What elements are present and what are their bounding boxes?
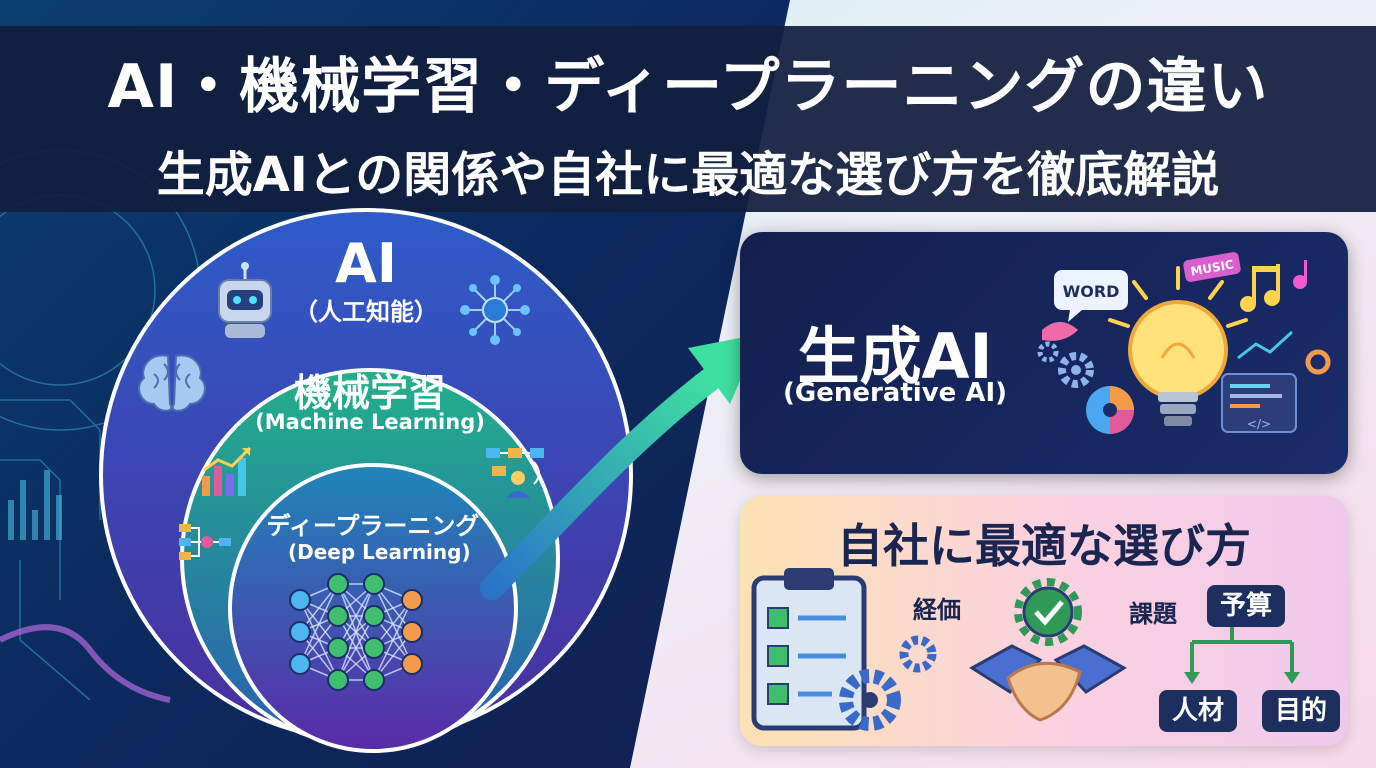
nested-circles-diagram (99, 208, 760, 753)
gear-icon (839, 635, 937, 731)
issue-tag: 課題 (1129, 600, 1177, 628)
lightbulb-icon (1128, 300, 1228, 426)
generative-ai-sublabel: (Generative AI) (782, 378, 1008, 408)
flowchart-icon (486, 448, 544, 498)
gear-check-icon (1014, 578, 1082, 646)
disc-icon (1086, 386, 1134, 434)
page-subtitle: 生成AIとの関係や自社に最適な選び方を徹底解説 (156, 147, 1220, 203)
clipboard-checklist-icon (751, 568, 867, 731)
bird-icon (1042, 322, 1078, 341)
ai-sublabel: （人工知能） (294, 298, 438, 326)
dl-label: ディープラーニング (266, 512, 480, 540)
brain-icon (138, 354, 206, 412)
gear-icon (1037, 341, 1094, 388)
dl-sublabel: (Deep Learning) (288, 540, 471, 564)
cost-tag: 経価 (913, 596, 961, 624)
music-note-icon (1240, 264, 1280, 312)
robot-icon (218, 262, 272, 338)
code-tag-text: </> (1247, 417, 1271, 431)
header-banner (0, 26, 1376, 212)
word-bubble-icon: WORD (1054, 270, 1128, 322)
org-chart-icon (179, 524, 231, 560)
page-title: AI・機械学習・ディープラーニングの違い (107, 52, 1269, 122)
code-window-icon: </> (1221, 373, 1297, 433)
ml-label: 機械学習 (293, 371, 446, 415)
neural-network-icon (289, 573, 423, 691)
music-tag-icon: MUSIC (1183, 252, 1241, 282)
word-bubble-text: WORD (1063, 282, 1120, 301)
network-icon (460, 275, 530, 345)
selection-title: 自社に最適な選び方 (837, 519, 1251, 573)
generative-ai-label: 生成AI (797, 320, 993, 393)
ring-icon (1305, 349, 1331, 375)
bar-chart-icon (202, 446, 252, 496)
ai-label: AI (335, 232, 397, 295)
ml-sublabel: (Machine Learning) (255, 410, 485, 434)
purpose-pill: 目的 (1262, 690, 1340, 732)
selection-illustration (751, 568, 1300, 731)
generative-ai-illustration: WORD MUSIC </> (1037, 252, 1331, 434)
talent-pill: 人材 (1159, 690, 1237, 732)
handshake-icon (969, 644, 1127, 722)
trend-line-icon (1237, 330, 1294, 360)
budget-pill: 予算 (1207, 585, 1285, 627)
tree-arrows-icon (1190, 618, 1294, 674)
